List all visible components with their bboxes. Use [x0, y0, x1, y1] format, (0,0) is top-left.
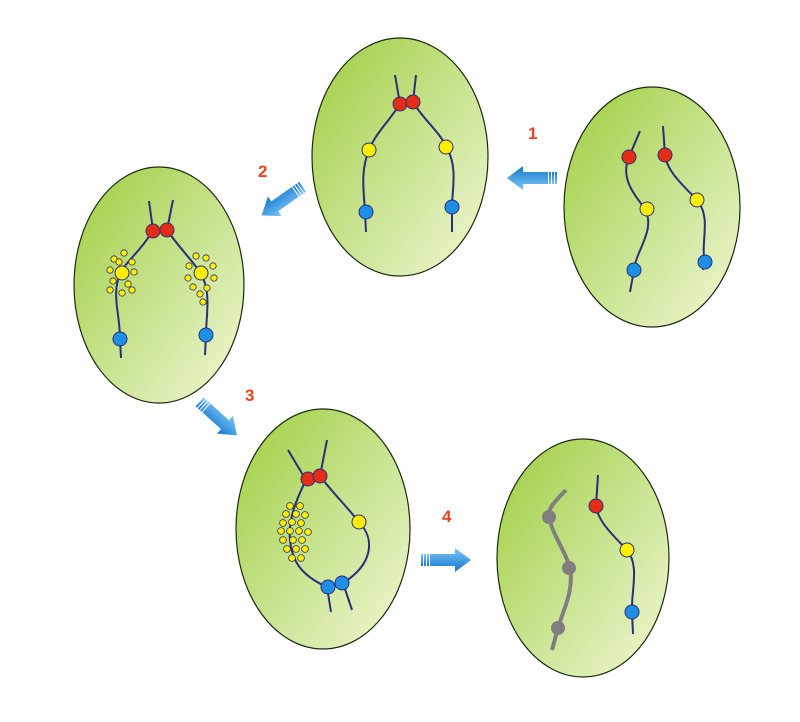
yellow-marker — [351, 514, 367, 530]
yellow-marker — [114, 265, 130, 281]
step-label-2: 2 — [258, 162, 267, 181]
arrow-down-left-icon — [254, 176, 310, 226]
red-marker — [159, 222, 175, 238]
arrow-left-icon — [507, 166, 557, 190]
blue-marker — [697, 254, 713, 270]
cell-stage-3 — [235, 408, 411, 650]
yellow-dot-cluster — [277, 502, 312, 562]
red-marker — [657, 147, 673, 163]
blue-marker — [626, 262, 642, 278]
step-label-1: 1 — [528, 124, 537, 143]
red-marker — [621, 149, 637, 165]
cell-initial — [563, 86, 741, 328]
blue-marker — [444, 199, 460, 215]
cell-stage-2 — [73, 166, 245, 404]
cell-membrane — [496, 438, 670, 678]
yellow-marker — [193, 265, 209, 281]
red-marker — [145, 223, 161, 239]
yellow-marker — [438, 139, 454, 155]
yellow-marker — [689, 192, 705, 208]
arrow-right-icon — [421, 548, 471, 572]
red-marker — [588, 498, 604, 514]
arrow-down-right-icon — [191, 393, 245, 445]
blue-marker — [320, 579, 336, 595]
cell-membrane — [235, 408, 411, 650]
grey-chromosome-strand — [546, 488, 573, 651]
yellow-marker — [619, 542, 635, 558]
cell-stage-4 — [496, 438, 670, 678]
yellow-dot-cluster-left — [106, 249, 138, 297]
step-label-4: 4 — [442, 507, 452, 526]
yellow-marker — [639, 201, 655, 217]
blue-marker — [624, 604, 640, 620]
cell-stage-1 — [311, 37, 489, 277]
cell-membrane — [311, 37, 489, 277]
grey-marker — [562, 561, 576, 575]
blue-marker — [334, 575, 350, 591]
blue-marker — [198, 327, 214, 343]
red-marker — [405, 94, 421, 110]
red-marker — [312, 468, 328, 484]
red-marker — [392, 96, 408, 112]
yellow-marker — [361, 142, 377, 158]
step-label-3: 3 — [245, 386, 254, 405]
blue-marker — [358, 204, 374, 220]
yellow-dot-cluster-right — [184, 252, 218, 306]
grey-marker — [551, 621, 565, 635]
grey-marker — [542, 510, 556, 524]
blue-marker — [112, 331, 128, 347]
cell-membrane — [73, 166, 245, 404]
